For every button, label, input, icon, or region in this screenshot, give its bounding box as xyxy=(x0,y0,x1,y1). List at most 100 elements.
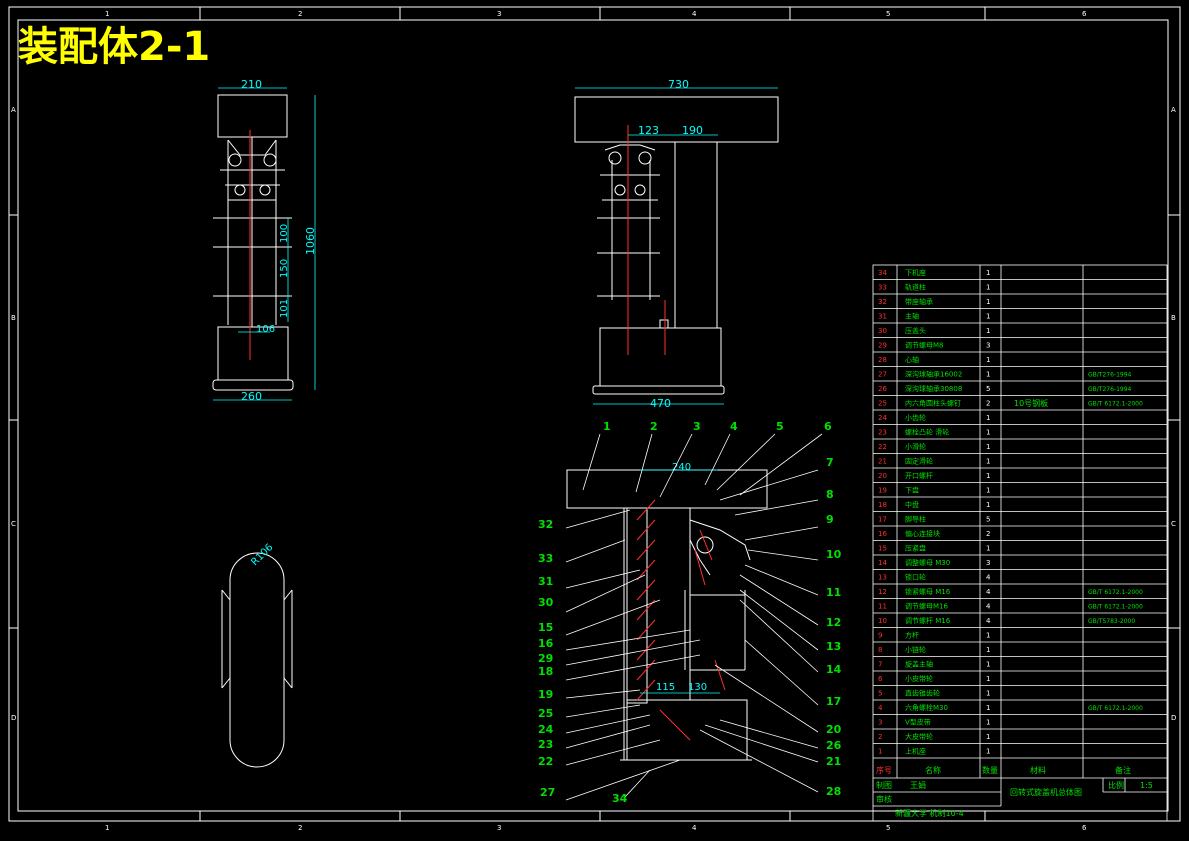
bom-name: 下机座 xyxy=(905,268,926,277)
bom-name: 小皮带轮 xyxy=(905,674,933,683)
dim-left-base: 260 xyxy=(241,390,262,403)
bom-qty: 1 xyxy=(986,733,990,741)
bom-no: 30 xyxy=(878,327,887,335)
frame-num-bot-4: 4 xyxy=(692,824,697,832)
frame-num-bot-2: 2 xyxy=(298,824,302,832)
bom-qty: 1 xyxy=(986,443,990,451)
bom-qty: 1 xyxy=(986,545,990,553)
bom-name: 锁口轮 xyxy=(905,573,926,582)
scale-label: 比例 xyxy=(1108,780,1124,790)
callout-labels: 1 2 3 4 5 6 32 33 31 30 15 16 29 18 19 2… xyxy=(538,420,842,805)
bom-name: 调节螺母M16 xyxy=(905,602,948,611)
callout-leaders xyxy=(565,433,823,801)
bom-name: 调节螺杆 M16 xyxy=(905,616,951,625)
bom-name: 下盘 xyxy=(905,486,919,495)
bom-std: GB/T 6172.1-2000 xyxy=(1088,589,1143,596)
frame-num-top-1: 1 xyxy=(105,10,109,18)
left-view xyxy=(212,94,294,391)
front-view-centerline xyxy=(627,125,666,355)
bom-qty: 4 xyxy=(986,617,991,625)
drawing-name: 回转式旋盖机总体图 xyxy=(1010,787,1082,797)
bom-name: 旋盖主轴 xyxy=(905,660,933,669)
callout-30: 30 xyxy=(538,596,554,609)
callout-9: 9 xyxy=(826,513,834,526)
bom-no: 23 xyxy=(878,429,887,437)
bom-no: 19 xyxy=(878,487,887,495)
callout-22: 22 xyxy=(538,755,553,768)
bom-name: 调整螺母 M30 xyxy=(905,558,950,567)
front-view-dims xyxy=(575,87,778,405)
dim-left-a: 100 xyxy=(279,224,290,243)
dim-sec-b: 130 xyxy=(688,682,707,693)
bom-no: 22 xyxy=(878,443,887,451)
bom-qty: 1 xyxy=(986,675,990,683)
bom-std: GB/T5783-2000 xyxy=(1088,618,1135,625)
drawing-title: 装配体2-1 xyxy=(18,24,210,70)
bom-name: 螺栓凸轮 滑轮 xyxy=(905,428,949,437)
callout-23: 23 xyxy=(538,738,553,751)
callout-5: 5 xyxy=(776,420,784,433)
bom-qty: 1 xyxy=(986,646,990,654)
bom-name: 方杆 xyxy=(905,631,919,640)
bom-qty: 1 xyxy=(986,690,990,698)
section-dims xyxy=(640,469,720,694)
bom-std: GB/T 6172.1-2000 xyxy=(1088,401,1143,408)
bom-qty: 5 xyxy=(986,385,990,393)
bom-header-remark: 备注 xyxy=(1115,765,1131,775)
frame-side-d: D xyxy=(11,714,16,722)
bom-qty: 1 xyxy=(986,487,990,495)
bom-name: 上机座 xyxy=(905,747,926,756)
bom-no: 6 xyxy=(878,675,883,683)
bom-no: 34 xyxy=(878,269,887,277)
bom-name: 小链轮 xyxy=(905,645,926,654)
frame-num-bot-3: 3 xyxy=(497,824,501,832)
callout-33: 33 xyxy=(538,552,553,565)
callout-21: 21 xyxy=(826,755,841,768)
bom-qty: 3 xyxy=(986,342,990,350)
bom-qty: 1 xyxy=(986,704,990,712)
bom-no: 29 xyxy=(878,342,887,350)
bom-name: 直齿锥齿轮 xyxy=(905,689,940,698)
bom-name: 小滑轮 xyxy=(905,442,926,451)
bom-std: GB/T 6172.1-2000 xyxy=(1088,705,1143,712)
bom-qty: 1 xyxy=(986,298,990,306)
bom-no: 31 xyxy=(878,313,887,321)
bom-no: 11 xyxy=(878,603,887,611)
bom-qty: 4 xyxy=(986,588,991,596)
callout-26: 26 xyxy=(826,739,842,752)
bom-qty: 1 xyxy=(986,284,990,292)
bom-header-name: 名称 xyxy=(925,765,941,775)
callout-19: 19 xyxy=(538,688,553,701)
frame-num-bot-1: 1 xyxy=(105,824,109,832)
frame-num-top-3: 3 xyxy=(497,10,501,18)
callout-1: 1 xyxy=(603,420,611,433)
bom-extra-26: 10号钢板 xyxy=(1014,398,1048,408)
callout-4: 4 xyxy=(730,420,738,433)
bom-std: GB/T276-1994 xyxy=(1088,372,1132,379)
designer-name: 王娟 xyxy=(910,780,926,790)
scale-value: 1:5 xyxy=(1140,781,1153,790)
bom-no: 3 xyxy=(878,719,882,727)
bom-no: 16 xyxy=(878,530,887,538)
bom-name: 脚导柱 xyxy=(905,515,926,524)
bom-name: 中盘 xyxy=(905,500,919,509)
bom-qty: 1 xyxy=(986,719,990,727)
callout-27: 27 xyxy=(540,786,555,799)
callout-15: 15 xyxy=(538,621,553,634)
bom-name: 轨道柱 xyxy=(905,283,926,292)
bom-qty: 1 xyxy=(986,269,990,277)
section-view xyxy=(566,469,768,761)
bom-qty: 2 xyxy=(986,530,990,538)
callout-20: 20 xyxy=(826,723,842,736)
bom-no: 33 xyxy=(878,284,887,292)
callout-14: 14 xyxy=(826,663,842,676)
callout-2: 2 xyxy=(650,420,658,433)
callout-10: 10 xyxy=(826,548,842,561)
callout-3: 3 xyxy=(693,420,701,433)
bom-no: 13 xyxy=(878,574,887,582)
bom-name: 深沟球轴承30808 xyxy=(905,384,962,393)
bom-no: 20 xyxy=(878,472,887,480)
callout-6: 6 xyxy=(824,420,832,433)
